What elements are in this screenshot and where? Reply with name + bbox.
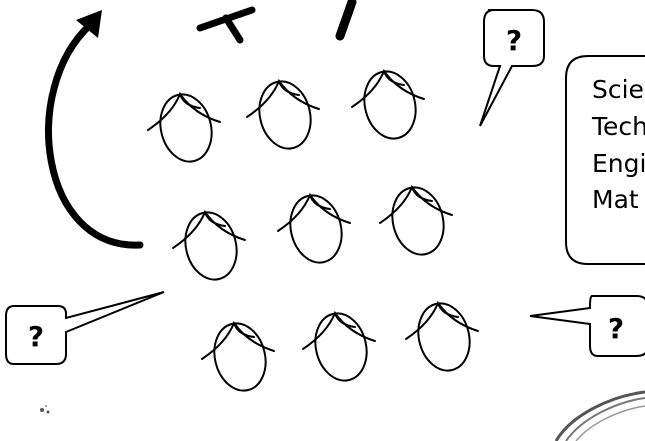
question-mark-left: ? [28,320,44,353]
stem-line-1: Scien [592,75,645,104]
speech-bubble-top: ? [480,10,544,126]
hair-line [380,187,452,223]
hair-line [148,94,220,130]
faces-group [148,66,478,396]
face-row2-b [278,190,350,268]
bottom-sketch [40,392,645,441]
hair-line [247,81,319,117]
hair-line [406,303,478,339]
top-partial-glyphs [200,2,352,40]
face-row2-c [380,182,452,260]
hair-line [202,323,274,359]
stem-line-2: Tech [591,112,645,141]
hair-line [173,212,245,248]
speech-bubble-left: ? [6,292,164,364]
hair-line [352,71,424,107]
question-mark-right: ? [608,312,624,345]
stem-line-3: Engi [592,149,645,178]
face-row2-a [173,207,245,285]
speech-bubble-right: ? [530,296,645,356]
question-mark-top: ? [506,24,522,57]
hair-line [303,313,375,349]
face-row3-b [303,308,375,386]
cycle-arrow [49,10,140,245]
stem-box: Scien Tech Engi Mat [566,56,645,264]
face-row1-c [352,66,424,144]
stem-line-4: Mat [592,185,639,214]
face-row3-a [202,318,274,396]
face-row1-a [148,89,220,167]
face-row3-c [406,298,478,376]
hair-line [278,195,350,231]
face-row1-b [247,76,319,154]
